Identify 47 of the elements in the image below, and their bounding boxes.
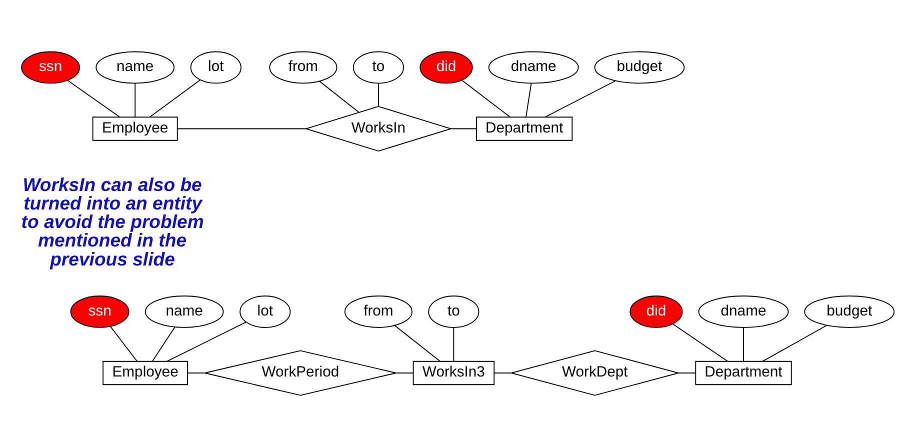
node-ellipse: from bbox=[344, 295, 412, 328]
node-ellipse: name bbox=[144, 295, 224, 328]
node-ellipse: lot bbox=[240, 295, 291, 328]
node-box: Employee bbox=[102, 360, 188, 385]
connector bbox=[152, 326, 176, 362]
node-diamond: WorksIn bbox=[304, 105, 452, 152]
connector bbox=[176, 128, 306, 129]
connector bbox=[743, 326, 744, 362]
node-diamond: WorkPeriod bbox=[204, 350, 397, 396]
node-ellipse: from bbox=[269, 50, 338, 84]
node-ellipse: ssn bbox=[21, 50, 80, 84]
node-ellipse: budget bbox=[594, 50, 685, 84]
node-box: Employee bbox=[92, 116, 178, 140]
node-ellipse: dname bbox=[698, 295, 789, 328]
node-box: WorksIn3 bbox=[412, 360, 495, 385]
connector bbox=[494, 372, 512, 373]
connector bbox=[453, 326, 454, 362]
connector bbox=[166, 321, 247, 362]
label: WorksIn can also be turned into an entity to avoid the problem mentioned in the previous slide bbox=[21, 173, 204, 269]
connector bbox=[450, 128, 477, 129]
connector bbox=[462, 79, 511, 117]
node-ellipse: did bbox=[630, 295, 683, 328]
node-ellipse: did bbox=[420, 50, 473, 84]
node-diamond: WorkDept bbox=[509, 350, 680, 396]
connector bbox=[319, 80, 360, 112]
connector bbox=[672, 323, 728, 362]
node-ellipse: name bbox=[96, 50, 175, 84]
connector bbox=[396, 372, 414, 373]
node-box: Department bbox=[695, 360, 792, 385]
connector bbox=[67, 79, 120, 117]
node-ellipse: budget bbox=[804, 295, 895, 328]
connector bbox=[526, 82, 532, 117]
node-box: Department bbox=[476, 116, 573, 140]
node-ellipse: lot bbox=[190, 50, 242, 84]
connector bbox=[378, 82, 379, 106]
connector bbox=[110, 325, 138, 362]
node-ellipse: dname bbox=[488, 50, 579, 84]
connector bbox=[678, 372, 696, 373]
connector bbox=[394, 324, 441, 362]
node-ellipse: to bbox=[428, 295, 480, 328]
connector bbox=[544, 80, 616, 117]
connector bbox=[134, 82, 136, 117]
node-ellipse: to bbox=[352, 50, 404, 84]
connector bbox=[187, 372, 205, 373]
node-ellipse: ssn bbox=[70, 295, 130, 328]
connector bbox=[149, 78, 201, 117]
connector bbox=[762, 324, 828, 362]
